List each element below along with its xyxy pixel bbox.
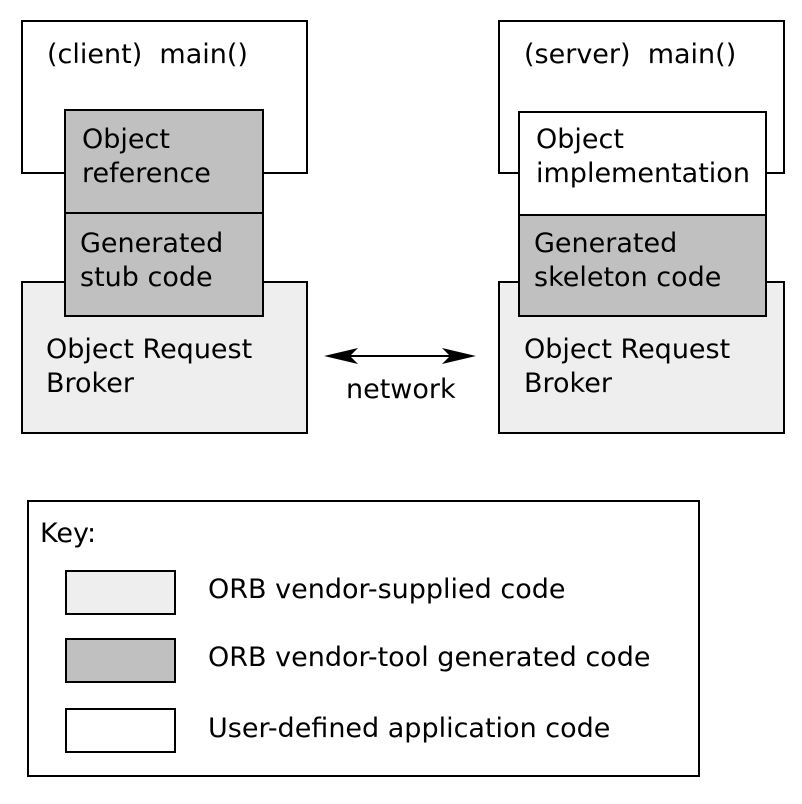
legend-label-user-defined: User-defined application code xyxy=(208,713,611,744)
client-object-reference-label: Object reference xyxy=(82,124,211,189)
client-stub-code-box xyxy=(64,212,264,317)
legend-label-vendor-supplied: ORB vendor-supplied code xyxy=(208,574,566,605)
legend-label-vendor-tool-generated: ORB vendor-tool generated code xyxy=(208,642,651,673)
network-label: network xyxy=(346,374,456,405)
legend-swatch-vendor-tool-generated xyxy=(65,638,176,683)
client-orb-label: Object Request Broker xyxy=(46,334,253,399)
legend-box xyxy=(27,500,700,777)
server-object-implementation-label: Object implementation xyxy=(536,124,750,189)
server-skeleton-code-box xyxy=(518,214,767,317)
server-orb-label: Object Request Broker xyxy=(524,334,731,399)
client-main-label: (client) main() xyxy=(47,39,248,70)
legend-swatch-vendor-supplied xyxy=(65,570,176,615)
server-skeleton-code-label: Generated skeleton code xyxy=(534,228,722,293)
server-main-label: (server) main() xyxy=(524,39,737,70)
legend-title: Key: xyxy=(40,518,97,549)
client-stub-code-label: Generated stub code xyxy=(80,228,224,293)
legend-swatch-user-defined xyxy=(65,708,176,753)
server-object-implementation-box xyxy=(518,111,767,216)
network-double-arrow-icon xyxy=(324,348,476,364)
